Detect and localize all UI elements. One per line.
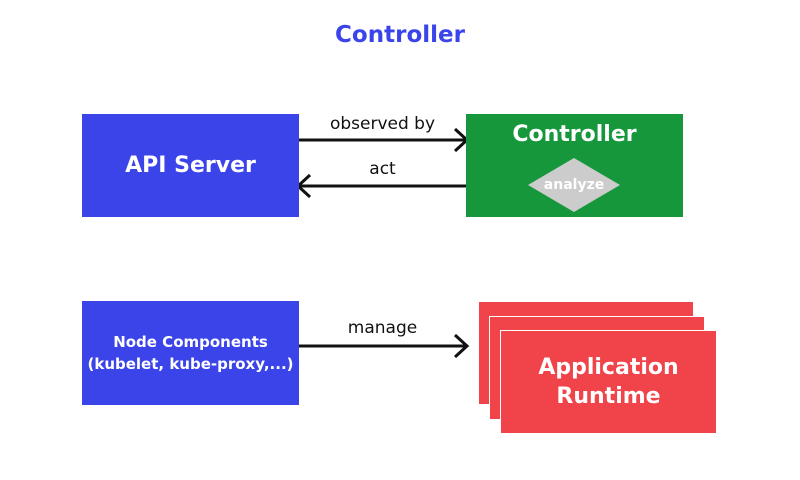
node-components-label-line2: (kubelet, kube-proxy,...) [87, 355, 294, 373]
controller-label: Controller [512, 122, 637, 147]
analyze-diamond [528, 158, 620, 212]
node-components-label-line1: Node Components [113, 333, 268, 351]
arrow-manage [299, 333, 470, 359]
api-server-label: API Server [125, 153, 256, 178]
edge-label-act: act [369, 159, 396, 179]
application-runtime-node: Application Runtime [500, 330, 717, 434]
diagram-title: Controller [335, 22, 465, 48]
node-components-node: Node Components (kubelet, kube-proxy,...… [82, 301, 299, 405]
analyze-label: analyze [543, 177, 605, 193]
application-runtime-label-line1: Application [538, 355, 679, 380]
edge-label-observed-by: observed by [329, 114, 436, 134]
application-runtime-label-line2: Runtime [556, 384, 661, 409]
controller-node: Controller analyze [466, 114, 683, 217]
api-server-node: API Server [82, 114, 299, 217]
edge-label-manage: manage [347, 318, 418, 338]
